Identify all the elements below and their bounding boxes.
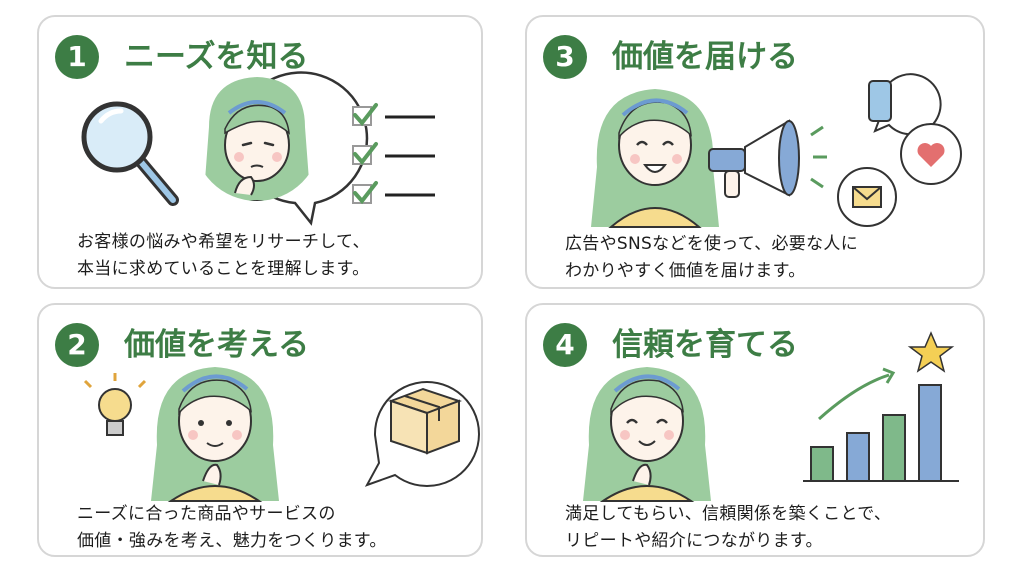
step-number-badge: 1 [55, 35, 99, 79]
step-title: ニーズを知る [124, 39, 309, 75]
step-card-2: 2 価値を考える [37, 303, 483, 557]
step-description-line-1: ニーズに合った商品やサービスの [77, 504, 336, 524]
step-description-line-2: リピートや紹介につながります。 [565, 531, 823, 551]
step-description-line-2: わかりやすく価値を届けます。 [565, 261, 806, 281]
step-number-badge: 3 [543, 35, 587, 79]
step-number-badge: 2 [55, 323, 99, 367]
step-title: 価値を考える [124, 327, 310, 363]
step-description: 満足してもらい、信頼関係を築くことで、 リピートや紹介につながります。 [565, 501, 891, 555]
step-1-illustration [81, 71, 435, 226]
heart-icon [900, 123, 962, 185]
step-3-illustration [591, 73, 962, 228]
lightbulb-icon [83, 373, 147, 436]
box-icon [364, 381, 480, 487]
step-2-illustration [83, 367, 480, 502]
step-title: 価値を届ける [612, 39, 798, 75]
step-card-3: 3 価値を届ける [525, 15, 985, 289]
envelope-icon [837, 167, 897, 227]
step-description-line-1: 満足してもらい、信頼関係を築くことで、 [565, 504, 892, 524]
step-card-1: 1 ニーズを知る [37, 15, 483, 289]
checklist-icon [352, 103, 435, 205]
thinking-woman-avatar [151, 367, 279, 502]
smartphone-icon [868, 73, 942, 136]
star-icon [907, 331, 955, 373]
step-description-line-2: 本当に求めていることを理解します。 [77, 259, 370, 279]
step-description: ニーズに合った商品やサービスの 価値・強みを考え、魅力をつくります。 [77, 501, 387, 555]
step-card-4: 4 信頼を育てる 満足してもらい、信頼関係を [525, 303, 985, 557]
step-description: お客様の悩みや希望をリサーチして、 本当に求めていることを理解します。 [77, 229, 370, 283]
step-number-badge: 4 [543, 323, 587, 367]
step-description: 広告やSNSなどを使って、必要な人に わかりやすく価値を届けます。 [565, 231, 858, 285]
thinking-woman-avatar [203, 71, 369, 226]
step-title: 信頼を育てる [612, 327, 798, 363]
megaphone-woman-avatar [591, 89, 719, 228]
step-description-line-1: お客様の悩みや希望をリサーチして、 [77, 232, 370, 252]
bar-chart-icon [803, 367, 959, 482]
step-4-illustration [583, 331, 959, 502]
magnifier-icon [81, 101, 179, 206]
step-description-line-1: 広告やSNSなどを使って、必要な人に [565, 234, 858, 254]
step-description-line-2: 価値・強みを考え、魅力をつくります。 [77, 531, 387, 551]
happy-woman-avatar [583, 367, 711, 502]
megaphone-icon [708, 119, 827, 198]
